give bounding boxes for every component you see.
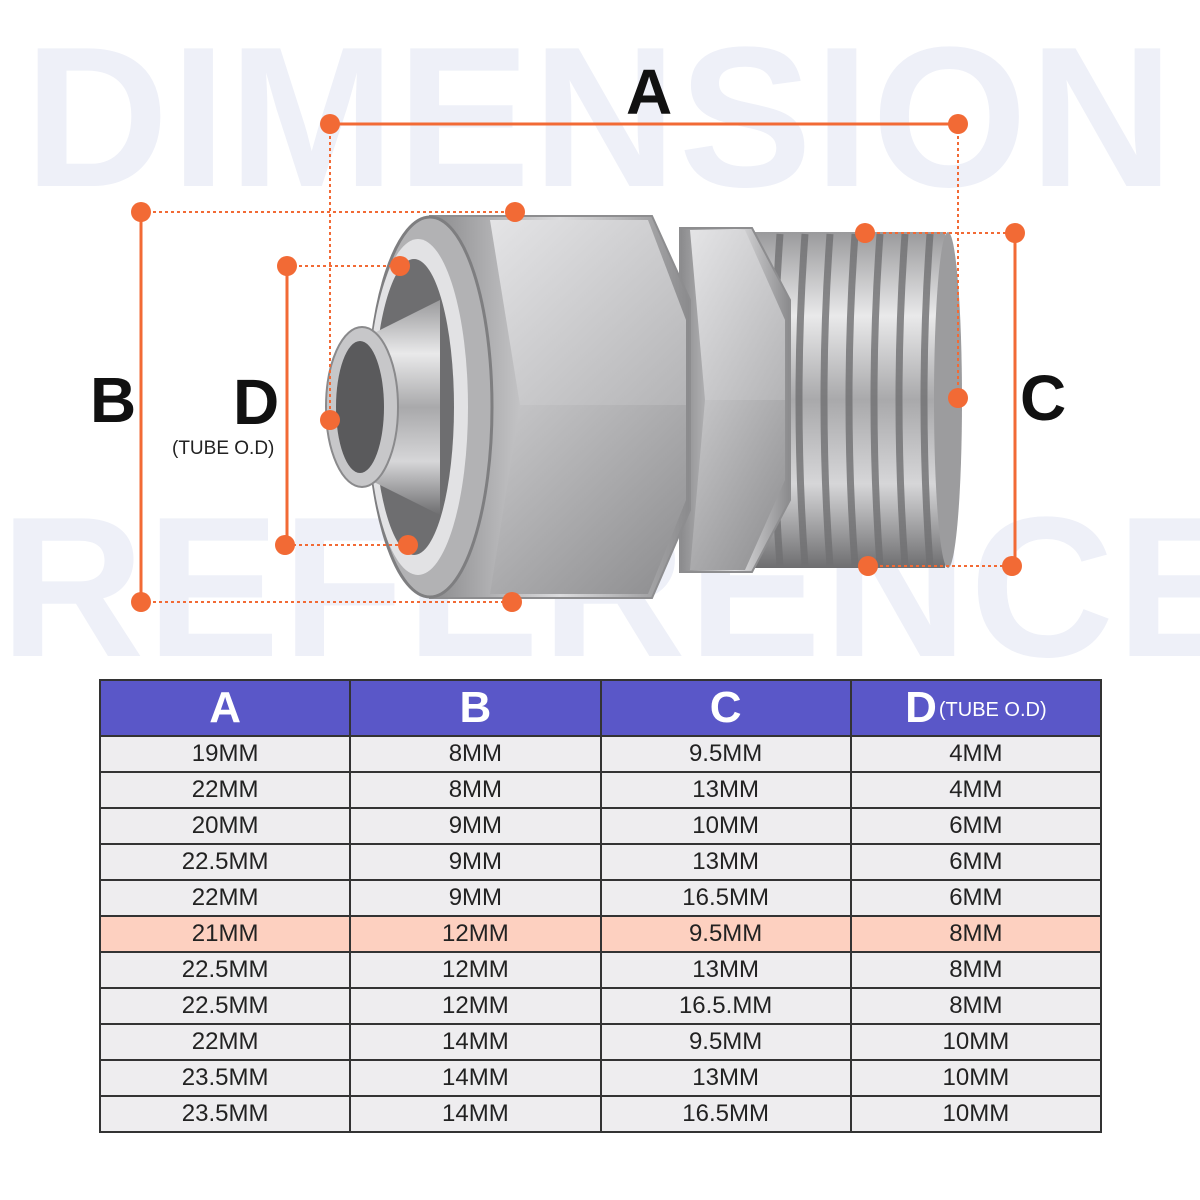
header-note: (TUBE O.D) [938, 698, 1047, 721]
table-cell: 19MM [98, 735, 352, 773]
table-cell: 9MM [349, 879, 602, 917]
marker-dot [948, 114, 968, 134]
marker-dot [320, 114, 340, 134]
marker-dot [275, 535, 295, 555]
table-cell: 16.5.MM [599, 987, 852, 1025]
table-cell: 10MM [849, 1095, 1103, 1133]
table-cell: 13MM [599, 1059, 852, 1097]
marker-dot [505, 202, 525, 222]
threaded-end [740, 232, 962, 568]
table-cell: 22MM [98, 771, 352, 809]
table-cell: 8MM [349, 771, 602, 809]
table-cell: 23.5MM [98, 1095, 352, 1133]
table-cell: 12MM [349, 987, 602, 1025]
table-cell: 9MM [349, 843, 602, 881]
table-cell: 13MM [599, 843, 852, 881]
table-cell: 14MM [349, 1095, 602, 1133]
table-cell: 4MM [849, 735, 1103, 773]
header-cell: A [98, 679, 352, 737]
table-cell: 12MM [349, 951, 602, 989]
table-cell: 9.5MM [599, 1023, 852, 1061]
marker-dot [277, 256, 297, 276]
table-cell: 22.5MM [98, 843, 352, 881]
table-cell: 22MM [98, 879, 352, 917]
marker-dot [502, 592, 522, 612]
table-cell: 6MM [849, 843, 1103, 881]
table-cell: 8MM [849, 915, 1103, 953]
dimension-label-c: C [1020, 362, 1067, 434]
table-cell: 12MM [349, 915, 602, 953]
header-letter: D [905, 683, 937, 732]
marker-dot [1005, 223, 1025, 243]
table-cell: 9.5MM [599, 735, 852, 773]
marker-dot [948, 388, 968, 408]
table-cell: 8MM [349, 735, 602, 773]
table-cell: 22.5MM [98, 951, 352, 989]
table-cell: 14MM [349, 1059, 602, 1097]
table-cell: 9.5MM [599, 915, 852, 953]
header-letter: B [459, 683, 492, 732]
hex-nut-front [429, 215, 691, 599]
table-cell: 6MM [849, 879, 1103, 917]
header-letter: C [709, 683, 742, 732]
table-cell: 21MM [98, 915, 352, 953]
table-cell: 16.5MM [599, 1095, 852, 1133]
table-cell: 10MM [849, 1059, 1103, 1097]
header-cell: B [349, 679, 602, 737]
marker-dot [390, 256, 410, 276]
table-cell: 8MM [849, 987, 1103, 1025]
header-letter: A [209, 683, 242, 732]
table-cell: 22.5MM [98, 987, 352, 1025]
table-cell: 22MM [98, 1023, 352, 1061]
marker-dot [858, 556, 878, 576]
table-header-row: A B C D(TUBE O.D) [98, 679, 1103, 737]
table-cell: 10MM [599, 807, 852, 845]
table-cell: 20MM [98, 807, 352, 845]
marker-dot [320, 410, 340, 430]
watermark-dimension: DIMENSION [24, 6, 1176, 229]
hex-nut-rear [679, 227, 791, 573]
table-cell: 16.5MM [599, 879, 852, 917]
header-cell: D(TUBE O.D) [849, 679, 1103, 737]
table-cell: 23.5MM [98, 1059, 352, 1097]
table-cell: 10MM [849, 1023, 1103, 1061]
table-cell: 6MM [849, 807, 1103, 845]
table-cell: 9MM [349, 807, 602, 845]
table-cell: 13MM [599, 771, 852, 809]
marker-dot [398, 535, 418, 555]
table-cell: 13MM [599, 951, 852, 989]
compression-collar [325, 215, 494, 599]
dimension-label-a: A [626, 56, 673, 128]
marker-dot [1002, 556, 1022, 576]
fitting-diagram [131, 114, 1025, 612]
marker-dot [131, 202, 151, 222]
header-cell: C [599, 679, 852, 737]
table-cell: 8MM [849, 951, 1103, 989]
marker-dot [855, 223, 875, 243]
dimension-label-d: D [233, 366, 280, 438]
table-cell: 4MM [849, 771, 1103, 809]
dimension-label-b: B [90, 364, 137, 436]
table-cell: 14MM [349, 1023, 602, 1061]
tube-od-note: (TUBE O.D) [172, 438, 275, 459]
marker-dot [131, 592, 151, 612]
